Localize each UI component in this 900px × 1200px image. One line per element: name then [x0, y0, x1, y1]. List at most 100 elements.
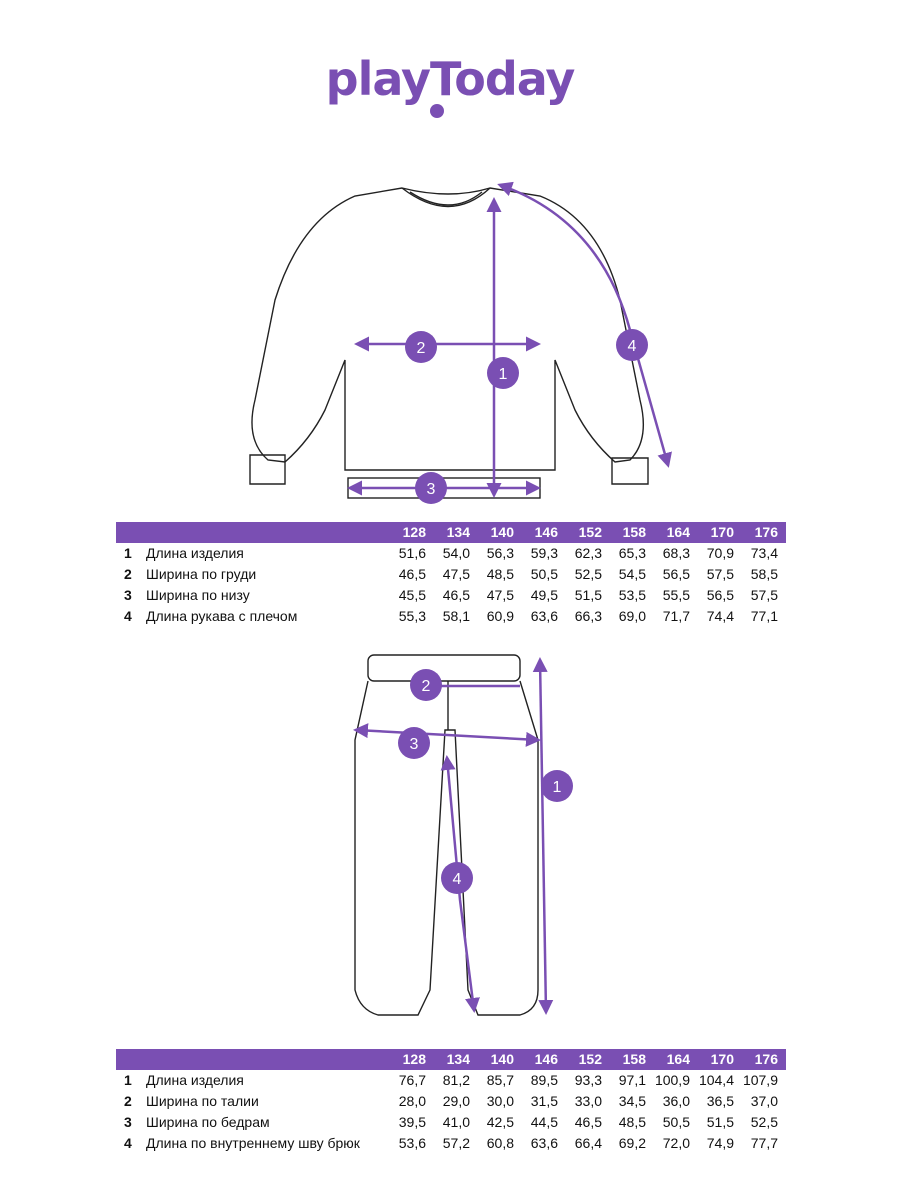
- size-header: 146: [534, 524, 558, 540]
- table-cell: 62,3: [574, 545, 602, 561]
- table-cell: 85,7: [486, 1072, 514, 1088]
- table-cell: 70,9: [706, 545, 734, 561]
- table-cell: 55,3: [398, 608, 426, 624]
- table-cell: 77,7: [750, 1135, 778, 1151]
- size-header: 134: [446, 1051, 470, 1067]
- table-cell: 56,5: [662, 566, 690, 582]
- table-cell: 58,5: [750, 566, 778, 582]
- table-cell: 28,0: [398, 1093, 426, 1109]
- table-cell: 47,5: [442, 566, 470, 582]
- table-cell: 93,3: [574, 1072, 602, 1088]
- sweatshirt-marker-3: [415, 472, 447, 504]
- pants-marker-1-label: 1: [553, 779, 562, 796]
- table-cell: 72,0: [662, 1135, 690, 1151]
- table-cell: 69,2: [618, 1135, 646, 1151]
- size-header: 164: [666, 524, 690, 540]
- table-cell: 56,5: [706, 587, 734, 603]
- table-cell: 45,5: [398, 587, 426, 603]
- row-number: 2: [124, 566, 132, 582]
- sweatshirt-marker-1-label: 1: [499, 366, 508, 383]
- table-row: 2 Ширина по талии 28,0 29,0 30,0 31,5 33,0 34,5…: [116, 1091, 786, 1112]
- table-cell: 54,5: [618, 566, 646, 582]
- size-header: 140: [490, 1051, 514, 1067]
- table-cell: 60,9: [486, 608, 514, 624]
- table-cell: 42,5: [486, 1114, 514, 1130]
- table-cell: 51,5: [706, 1114, 734, 1130]
- table-cell: 56,3: [486, 545, 514, 561]
- table-cell: 63,6: [530, 608, 558, 624]
- row-number: 1: [124, 545, 132, 561]
- pants-marker-1: [541, 770, 573, 802]
- table-cell: 57,5: [706, 566, 734, 582]
- table-row: 3 Ширина по бедрам 39,5 41,0 42,5 44,5 46,5 48,…: [116, 1112, 786, 1133]
- table-cell: 53,6: [398, 1135, 426, 1151]
- table-cell: 44,5: [530, 1114, 558, 1130]
- pants-drawing: [354, 654, 539, 1016]
- table-cell: 107,9: [742, 1072, 778, 1088]
- sweatshirt-marker-1: [487, 357, 519, 389]
- table-cell: 51,6: [398, 545, 426, 561]
- table-cell: 49,5: [530, 587, 558, 603]
- table-cell: 104,4: [698, 1072, 734, 1088]
- table-cell: 48,5: [618, 1114, 646, 1130]
- table-cell: 47,5: [486, 587, 514, 603]
- row-number: 2: [124, 1093, 132, 1109]
- table-cell: 59,3: [530, 545, 558, 561]
- sweatshirt-marker-4-label: 4: [628, 338, 637, 355]
- size-header: 170: [710, 524, 734, 540]
- pants-marker-3-label: 3: [410, 736, 419, 753]
- size-header: 128: [402, 1051, 426, 1067]
- table-cell: 66,4: [574, 1135, 602, 1151]
- table-cell: 65,3: [618, 545, 646, 561]
- pants-marker-4: [441, 862, 473, 894]
- table-cell: 63,6: [530, 1135, 558, 1151]
- table-cell: 30,0: [486, 1093, 514, 1109]
- size-header: 146: [534, 1051, 558, 1067]
- table-cell: 54,0: [442, 545, 470, 561]
- sweatshirt-marker-3-label: 3: [427, 481, 436, 498]
- table-cell: 48,5: [486, 566, 514, 582]
- table-cell: 77,1: [750, 608, 778, 624]
- table-cell: 34,5: [618, 1093, 646, 1109]
- row-label: Ширина по бедрам: [146, 1114, 270, 1130]
- size-header: 164: [666, 1051, 690, 1067]
- table-cell: 31,5: [530, 1093, 558, 1109]
- table-cell: 46,5: [574, 1114, 602, 1130]
- table-cell: 76,7: [398, 1072, 426, 1088]
- size-header: 176: [754, 524, 778, 540]
- table-cell: 69,0: [618, 608, 646, 624]
- row-label: Длина рукава с плечом: [146, 608, 298, 624]
- table-cell: 41,0: [442, 1114, 470, 1130]
- table-cell: 39,5: [398, 1114, 426, 1130]
- table-cell: 52,5: [750, 1114, 778, 1130]
- row-number: 4: [124, 1135, 132, 1151]
- table-cell: 55,5: [662, 587, 690, 603]
- sweatshirt-marker-4: [616, 329, 648, 361]
- row-number: 3: [124, 1114, 132, 1130]
- measurement-markers: [398, 329, 648, 894]
- table-cell: 97,1: [618, 1072, 646, 1088]
- pants-marker-3: [398, 727, 430, 759]
- size-header: 158: [622, 1051, 646, 1067]
- size-header: 170: [710, 1051, 734, 1067]
- table-cell: 74,4: [706, 608, 734, 624]
- pants-marker-4-label: 4: [453, 871, 462, 888]
- row-number: 3: [124, 587, 132, 603]
- row-label: Длина по внутреннему шву брюк: [146, 1135, 360, 1151]
- row-label: Ширина по талии: [146, 1093, 259, 1109]
- size-header: 140: [490, 524, 514, 540]
- table-cell: 73,4: [750, 545, 778, 561]
- table-cell: 89,5: [530, 1072, 558, 1088]
- table-cell: 37,0: [750, 1093, 778, 1109]
- table-cell: 74,9: [706, 1135, 734, 1151]
- table-cell: 33,0: [574, 1093, 602, 1109]
- table-cell: 29,0: [442, 1093, 470, 1109]
- pants-marker-2-label: 2: [422, 678, 431, 695]
